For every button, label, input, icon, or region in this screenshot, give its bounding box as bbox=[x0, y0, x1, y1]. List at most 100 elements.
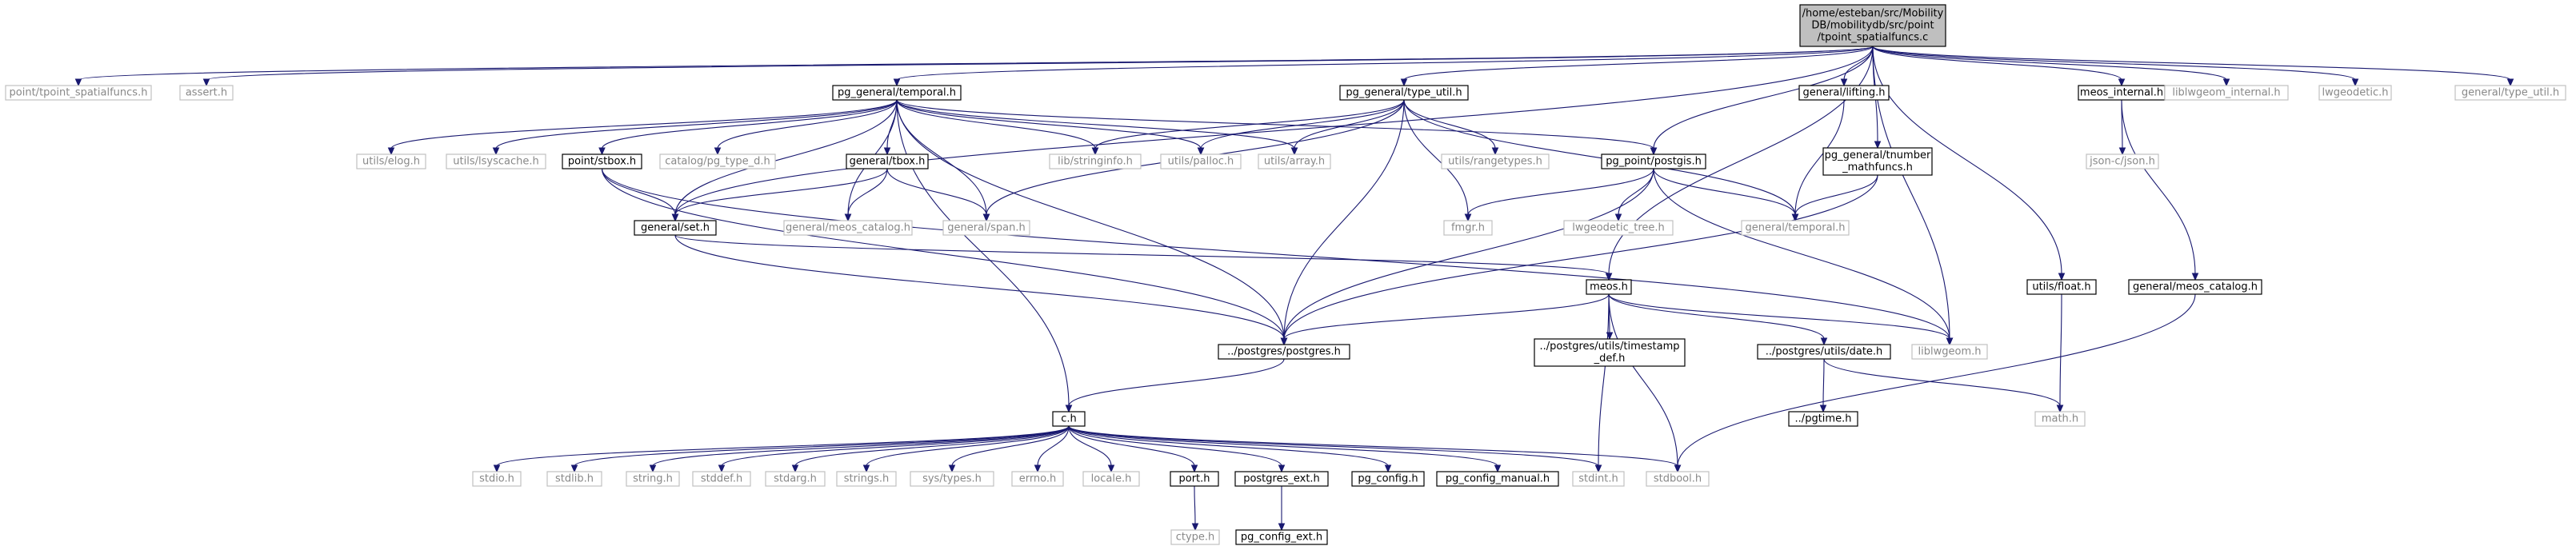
edge-n_postgres-to-n_c bbox=[1068, 358, 1285, 407]
node-json: json-c/json.h bbox=[2086, 153, 2159, 169]
edge-n_meos_h-to-n_postgres bbox=[1283, 293, 1610, 340]
node-math: math.h bbox=[2034, 411, 2086, 427]
node-box bbox=[1563, 220, 1674, 236]
edge-n_tbox-to-n_span bbox=[886, 168, 987, 216]
node-postgres-ext[interactable]: postgres_ext.h bbox=[1234, 471, 1329, 487]
node-label: stddef.h bbox=[701, 473, 742, 485]
edge-root-to-n_temporal bbox=[896, 46, 1874, 81]
edge-n_type_util-to-n_array bbox=[1294, 99, 1405, 149]
node-label: general/lifting.h bbox=[1803, 87, 1886, 99]
node-label: stdint.h bbox=[1578, 473, 1618, 485]
node-postgres[interactable]: ../postgres/postgres.h bbox=[1218, 344, 1350, 360]
arrowhead-n_c-to-n_postgres_ext bbox=[1278, 464, 1286, 473]
edge-n_postgis-to-n_fmgr bbox=[1467, 168, 1654, 216]
edge-n_temporal-to-n_elog bbox=[390, 99, 898, 149]
edge-n_c-to-n_stddef bbox=[721, 425, 1070, 467]
edge-n_meos_catalog_black-to-n_stdbool bbox=[1677, 293, 2196, 467]
node-pg-config[interactable]: pg_config.h bbox=[1351, 471, 1425, 487]
node-box bbox=[446, 153, 546, 169]
node-label: utils/float.h bbox=[2032, 281, 2090, 293]
node-box bbox=[846, 153, 929, 169]
node-pg-config-ext[interactable]: pg_config_ext.h bbox=[1235, 529, 1328, 545]
arrowhead-n_c-to-n_sys_types bbox=[948, 464, 956, 473]
edge-n_postgis-to-n_postgres bbox=[1283, 168, 1654, 340]
node-general-type-util: general/type_util.h bbox=[2454, 85, 2566, 101]
node-label: stdlib.h bbox=[555, 473, 594, 485]
node-meos-internal[interactable]: meos_internal.h bbox=[2078, 85, 2166, 101]
header-nodes: /home/esteban/src/MobilityDB/mobilitydb/… bbox=[5, 4, 2566, 545]
node-box bbox=[2164, 85, 2289, 101]
node-box bbox=[1586, 279, 1632, 295]
node-label: json-c/json.h bbox=[2089, 156, 2155, 168]
arrowhead-n_c-to-n_stdint bbox=[1594, 464, 1602, 473]
arrowhead-n_type_util-to-n_array bbox=[1290, 147, 1298, 156]
node-label: string.h bbox=[633, 473, 673, 485]
node-box bbox=[546, 471, 602, 487]
arrowhead-n_meos_h-to-n_date bbox=[1820, 337, 1828, 346]
node-root[interactable]: /home/esteban/src/MobilityDB/mobilitydb/… bbox=[1799, 4, 1946, 47]
node-postgis[interactable]: pg_point/postgis.h bbox=[1601, 153, 1706, 169]
node-stdbool: stdbool.h bbox=[1646, 471, 1710, 487]
node-meos-catalog-black[interactable]: general/meos_catalog.h bbox=[2128, 279, 2262, 295]
node-locale: locale.h bbox=[1082, 471, 1140, 487]
node-tbox[interactable]: general/tbox.h bbox=[846, 153, 929, 169]
edge-n_type_util-to-n_general_temporal bbox=[1403, 99, 1796, 216]
node-strings: strings.h bbox=[836, 471, 897, 487]
arrowhead-n_c-to-n_stdarg bbox=[791, 464, 799, 473]
node-label: postgres_ext.h bbox=[1243, 473, 1320, 485]
node-label: ctype.h bbox=[1176, 532, 1215, 544]
node-label: lib/stringinfo.h bbox=[1058, 156, 1133, 168]
node-label: _mathfuncs.h bbox=[1842, 161, 1913, 173]
node-tnumber-math[interactable]: pg_general/tnumber_mathfuncs.h bbox=[1822, 147, 1933, 176]
node-box bbox=[356, 153, 426, 169]
node-type-util[interactable]: pg_general/type_util.h bbox=[1339, 85, 1469, 101]
node-box bbox=[1235, 529, 1328, 545]
node-label: general/temporal.h bbox=[1745, 222, 1845, 234]
arrowhead-n_temporal-to-n_pg_type_d bbox=[714, 147, 722, 156]
edge-n_c-to-n_stdbool bbox=[1068, 425, 1678, 467]
node-c[interactable]: c.h bbox=[1052, 411, 1086, 427]
edge-root-to-n_tpoint_h bbox=[78, 46, 1874, 81]
node-box bbox=[2086, 153, 2159, 169]
node-label: stdarg.h bbox=[774, 473, 817, 485]
node-port[interactable]: port.h bbox=[1170, 471, 1219, 487]
node-lifting[interactable]: general/lifting.h bbox=[1798, 85, 1890, 101]
edge-n_c-to-n_pg_config bbox=[1068, 425, 1389, 467]
node-timestamp-def[interactable]: ../postgres/utils/timestamp_def.h bbox=[1534, 338, 1686, 367]
edge-root-to-n_liblwgeom_internal bbox=[1872, 46, 2227, 81]
node-pgtime[interactable]: ../pgtime.h bbox=[1788, 411, 1858, 427]
edge-n_type_util-to-n_palloc bbox=[1200, 99, 1405, 149]
node-set[interactable]: general/set.h bbox=[634, 220, 717, 236]
arrowhead-n_c-to-n_locale bbox=[1107, 464, 1115, 473]
node-box bbox=[1339, 85, 1469, 101]
node-stbox[interactable]: point/stbox.h bbox=[562, 153, 642, 169]
node-box bbox=[1011, 471, 1064, 487]
arrowhead-n_set-to-n_meos_h bbox=[1605, 273, 1613, 281]
node-box bbox=[765, 471, 826, 487]
node-box bbox=[1601, 153, 1706, 169]
node-pg-config-manual[interactable]: pg_config_manual.h bbox=[1436, 471, 1559, 487]
arrowhead-n_c-to-n_stdlib bbox=[570, 464, 578, 473]
node-label: meos_internal.h bbox=[2080, 87, 2163, 99]
edge-n_postgis-to-n_general_temporal bbox=[1653, 168, 1796, 216]
node-meos-h[interactable]: meos.h bbox=[1586, 279, 1632, 295]
arrowhead-n_tbox-to-n_meos_catalog_gray bbox=[844, 213, 852, 222]
node-label: /tpoint_spatialfuncs.c bbox=[1818, 32, 1929, 44]
node-box bbox=[1741, 220, 1850, 236]
node-utils-float[interactable]: utils/float.h bbox=[2026, 279, 2097, 295]
node-date[interactable]: ../postgres/utils/date.h bbox=[1757, 344, 1891, 360]
node-box bbox=[1170, 471, 1219, 487]
edge-n_type_util-to-n_postgres bbox=[1283, 99, 1405, 340]
node-ctype: ctype.h bbox=[1170, 529, 1220, 545]
node-temporal[interactable]: pg_general/temporal.h bbox=[832, 85, 962, 101]
node-liblwgeom: liblwgeom.h bbox=[1911, 344, 1988, 360]
node-box bbox=[832, 85, 962, 101]
edge-n_type_util-to-n_rangetypes bbox=[1403, 99, 1496, 149]
node-box bbox=[1351, 471, 1425, 487]
edge-n_type_util-to-n_fmgr bbox=[1403, 99, 1469, 216]
node-box bbox=[2026, 279, 2097, 295]
arrowhead-n_tbox-to-n_span bbox=[982, 213, 990, 222]
node-label: point/stbox.h bbox=[568, 156, 636, 168]
edge-n_date-to-n_math bbox=[1823, 358, 2061, 407]
arrowhead-n_type_util-to-n_rangetypes bbox=[1491, 147, 1499, 156]
